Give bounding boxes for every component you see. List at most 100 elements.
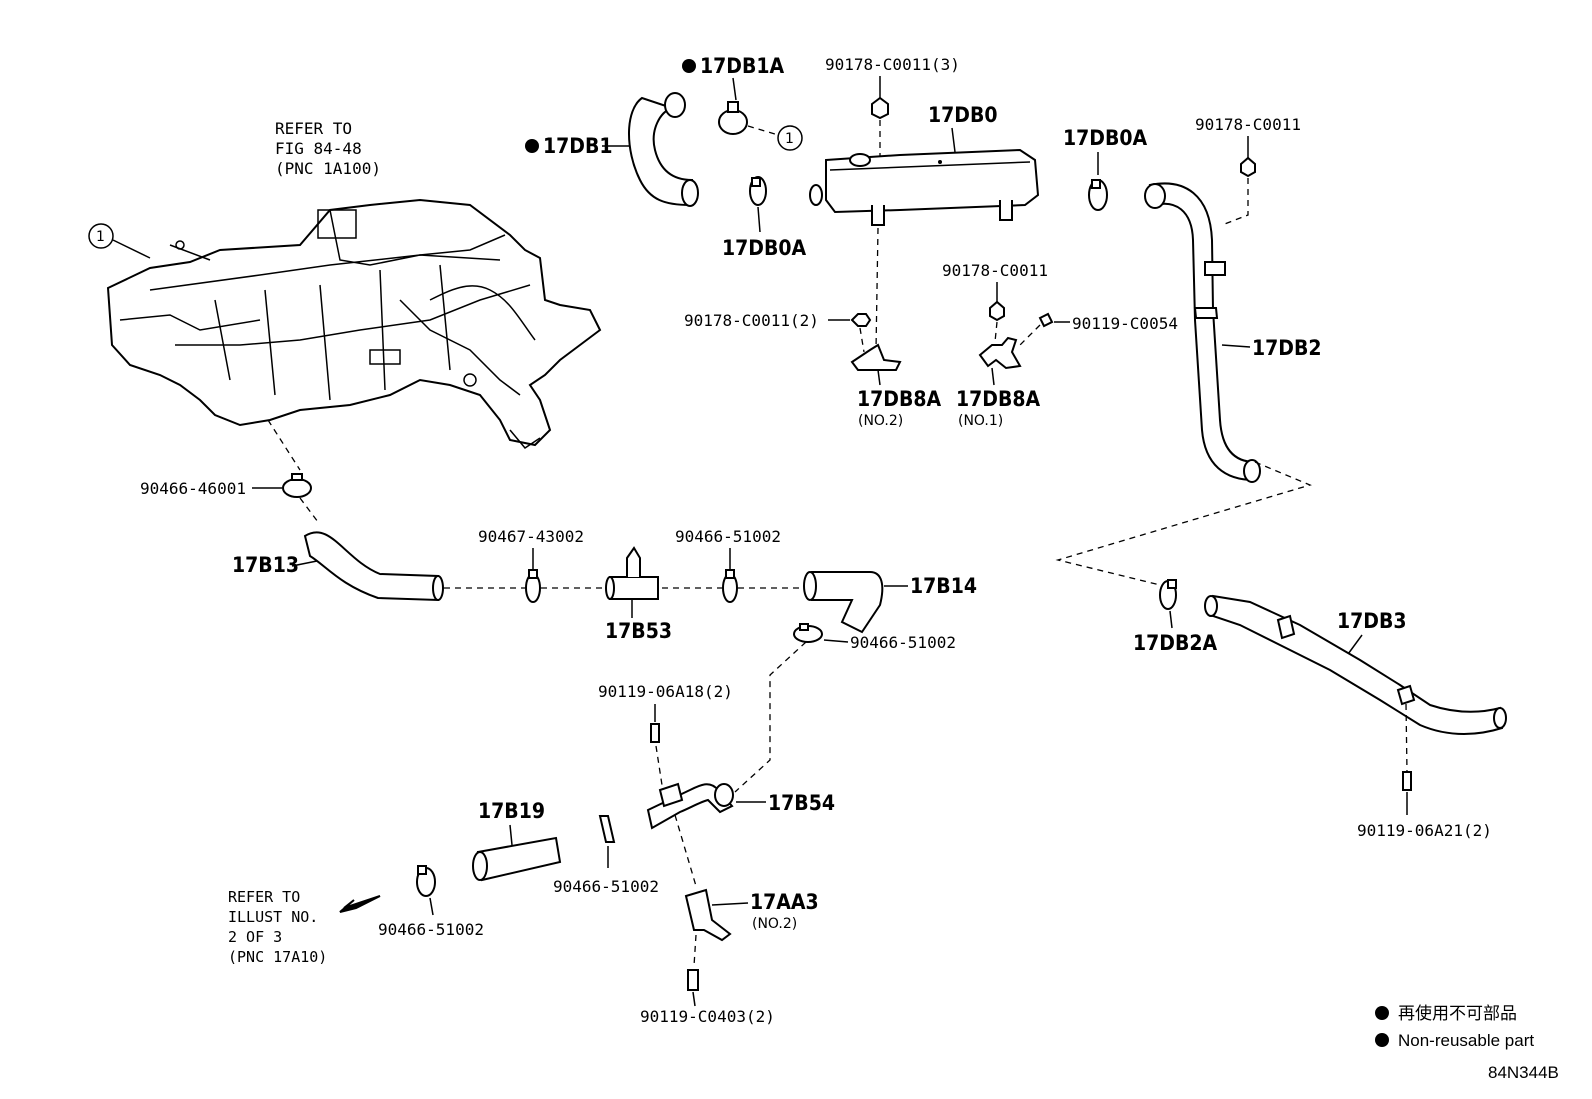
hose-17DB1: [628, 92, 699, 207]
label-17DB2A: 17DB2A: [1133, 631, 1218, 655]
hose-17B14: [803, 571, 884, 634]
leader-90466-51002-d: [429, 897, 434, 916]
dash-nut-to-bracket-no1: [994, 321, 998, 343]
leader-90119-C0403: [692, 991, 696, 1007]
label-90466-51002-a: 90466-51002: [675, 527, 781, 546]
label-17DB2: 17DB2: [1252, 336, 1322, 360]
dash-nut-to-bracket-no2: [859, 327, 865, 353]
label-90119-06A21: 90119-06A21(2): [1357, 821, 1492, 840]
dash-clamp-to-17B54: [734, 641, 807, 793]
callout-circle-1-left: [88, 223, 114, 249]
callout-circle-1-right: [777, 125, 803, 151]
leader-17DB0: [951, 127, 956, 153]
label-90178-C0011-3: 90178-C0011(3): [825, 55, 960, 74]
label-90466-51002-b: 90466-51002: [850, 633, 956, 652]
reservoir-tank-17DB0: [809, 148, 1040, 226]
clamp-90466-51002-a: [722, 569, 738, 603]
leader-17AA3: [711, 902, 749, 906]
label-90119-06A18: 90119-06A18(2): [598, 682, 733, 701]
refer-fig-line1: REFER TO: [275, 119, 352, 138]
hose-17DB2: [1144, 182, 1261, 483]
hose-17DB3: [1204, 594, 1507, 735]
refer-illust-line3: 2 OF 3: [228, 928, 282, 946]
clamp-17DB0A-right: [1088, 179, 1108, 211]
leader-17DB1A: [732, 77, 737, 101]
clamp-90466-51002-b: [793, 623, 823, 643]
clamp-90466-46001: [282, 473, 312, 498]
dash-clamp-to-17B13: [299, 497, 319, 523]
label-17B53: 17B53: [605, 619, 672, 643]
sub-17AA3: (NO.2): [752, 916, 797, 932]
bracket-17DB8A-no1: [978, 336, 1022, 370]
label-17DB0A-left: 17DB0A: [722, 236, 807, 260]
pipe-17B54: [646, 782, 734, 830]
dash-bolt-to-17B54: [655, 745, 663, 786]
leader-90466-51002-b: [823, 639, 849, 643]
legend-dot-english: [1375, 1033, 1389, 1047]
dash-engine-to-clamp: [267, 419, 301, 471]
fitting-17B53: [605, 546, 659, 600]
refer-illust-line1: REFER TO: [228, 888, 300, 906]
dash-17DB1A-to-callout: [747, 125, 776, 135]
label-90178-C0011-top: 90178-C0011: [1195, 115, 1301, 134]
label-17DB0A-right: 17DB0A: [1063, 126, 1148, 150]
bracket-17DB8A-no2: [850, 343, 902, 371]
dash-tank-to-bracket-no2: [875, 227, 879, 351]
label-90178-C0011-mid: 90178-C0011: [942, 261, 1048, 280]
sub-17DB8A-no1: (NO.1): [958, 413, 1003, 429]
label-17DB0: 17DB0: [928, 103, 998, 127]
clamp-17DB0A-left: [749, 176, 767, 206]
label-90467-43002: 90467-43002: [478, 527, 584, 546]
bolt-90119-06A21: [1402, 771, 1412, 791]
label-90466-51002-c: 90466-51002: [553, 877, 659, 896]
nut-90178-C0011-mid: [989, 300, 1005, 322]
label-90119-C0403: 90119-C0403(2): [640, 1007, 775, 1026]
nut-90178-C0011-top: [1240, 156, 1256, 178]
label-90466-51002-d: 90466-51002: [378, 920, 484, 939]
bolt-90119-C0403: [687, 969, 699, 991]
label-17DB1A: 17DB1A: [700, 54, 785, 78]
leader-17B19: [509, 824, 513, 846]
dash-17DB3-to-bolt: [1405, 703, 1408, 773]
bolt-90119-C0054: [1038, 312, 1054, 328]
leader-17DB2A: [1169, 610, 1173, 629]
label-17B13: 17B13: [232, 553, 299, 577]
label-17B19: 17B19: [478, 799, 545, 823]
refer-illust-line2: ILLUST NO.: [228, 908, 318, 926]
dash-bolt-to-bracket-no1: [1019, 324, 1041, 346]
figure-code: 84N344B: [1488, 1063, 1559, 1082]
label-17DB3: 17DB3: [1337, 609, 1407, 633]
hose-17B13: [303, 531, 444, 602]
dash-17B54-to-17AA3: [674, 814, 697, 887]
leader-17DB2: [1221, 344, 1251, 348]
callout-1-left-leader: [112, 239, 151, 259]
clamp-90466-51002-d: [416, 865, 436, 897]
label-17DB8A-no1: 17DB8A: [956, 387, 1041, 411]
label-17DB8A-no2: 17DB8A: [857, 387, 942, 411]
callout-1-right-number: 1: [785, 131, 794, 147]
dash-17DB2-to-17DB2A: [1055, 461, 1312, 586]
dash-17AA3-to-nut: [693, 934, 697, 967]
engine-assembly-illustration: [106, 198, 602, 449]
label-17B14: 17B14: [910, 574, 977, 598]
legend-dot-japanese: [1375, 1006, 1389, 1020]
refer-fig-line3: (PNC 1A100): [275, 159, 381, 178]
clamp-90467-43002: [525, 569, 541, 603]
bolt-90119-06A18: [650, 723, 660, 743]
leader-17DB8A-no1: [991, 367, 995, 386]
label-17B54: 17B54: [768, 791, 835, 815]
arrow-refer-illust: [339, 895, 381, 913]
label-17DB1: 17DB1: [543, 134, 613, 158]
label-90178-C0011-2: 90178-C0011(2): [684, 311, 819, 330]
refer-illust-line4: (PNC 17A10): [228, 948, 327, 966]
legend-english: Non-reusable part: [1398, 1031, 1534, 1050]
callout-1-left-number: 1: [96, 229, 105, 245]
nut-90178-C0011-3: [871, 96, 889, 120]
hose-17B19: [472, 836, 562, 882]
leader-17DB8A-no2: [877, 369, 881, 386]
bracket-17AA3: [684, 888, 732, 942]
legend-japanese: 再使用不可部品: [1398, 1003, 1517, 1023]
clamp-17DB1A: [718, 101, 748, 135]
